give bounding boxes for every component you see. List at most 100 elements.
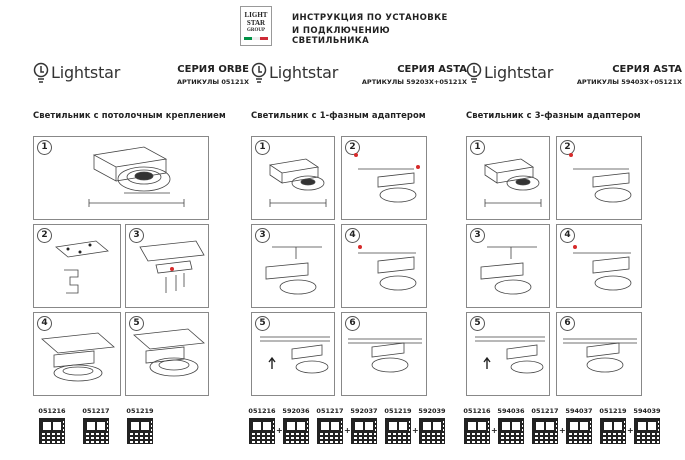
wiring-drawing [480,246,537,295]
step-number: 4 [37,316,52,331]
final-drawing [348,338,422,373]
step-6-panel: 6 [341,312,427,396]
step-number: 2 [560,140,575,155]
ceiling-fixing-drawing [139,240,205,293]
step-number: 3 [470,228,485,243]
qr-code[interactable] [351,418,377,444]
italian-flag-icon [244,37,268,40]
step-3-panel: 3 [251,224,335,308]
plus-icon: + [491,426,498,435]
article-code: 592039 [418,407,446,415]
step-number: 3 [255,228,270,243]
step-number: 1 [255,140,270,155]
step-3-panel: 3 [466,224,550,308]
mounting-plate-drawing [55,240,109,294]
lightstar-bulb-icon [251,62,267,83]
column-orbe: Lightstar СЕРИЯ ORBE АРТИКУЛЫ 05121X Све… [33,60,251,460]
brand-block: Lightstar СЕРИЯ ASTA АРТИКУЛЫ 59203X+051… [251,62,469,88]
article-code: 051217 [316,407,344,415]
article-codes: 051216 051217 051219 [33,407,251,457]
column-asta-3phase: Lightstar СЕРИЯ ASTA АРТИКУЛЫ 59403X+051… [463,60,684,460]
lightstar-bulb-icon [466,62,482,83]
adapter-insert-drawing [354,153,420,203]
step-number: 4 [560,228,575,243]
article-code: 051217 [531,407,559,415]
step-2-panel: 2 [556,136,642,220]
final-drawing [563,338,637,373]
article-code: 592036 [282,407,310,415]
subtitle: Светильник с потолочным креплением [33,110,226,120]
rotate-lock-drawing [573,245,632,291]
qr-code[interactable] [283,418,309,444]
article-code: 051216 [38,407,66,415]
article-code: 594037 [565,407,593,415]
step-1-panel: 1 [33,136,209,220]
article-codes: 051216 592036 051217 592037 051219 59203… [248,407,469,457]
article-code: 051219 [599,407,627,415]
qr-code[interactable] [83,418,109,444]
step-number: 6 [560,316,575,331]
step-6-panel: 6 [556,312,642,396]
qr-code[interactable] [532,418,558,444]
article-code: 051219 [126,407,154,415]
qr-code[interactable] [498,418,524,444]
assembly-drawing [41,332,115,382]
article-code: 051219 [384,407,412,415]
qr-code[interactable] [600,418,626,444]
article-code: 051216 [463,407,491,415]
plus-icon: + [559,426,566,435]
qr-code[interactable] [464,418,490,444]
step-number: 4 [345,228,360,243]
step-4-panel: 4 [341,224,427,308]
column-asta-1phase: Lightstar СЕРИЯ ASTA АРТИКУЛЫ 59203X+051… [248,60,469,460]
final-assembly-drawing [133,328,205,377]
qr-code[interactable] [127,418,153,444]
step-number: 2 [345,140,360,155]
qr-code[interactable] [317,418,343,444]
plus-icon: + [344,426,351,435]
title-line-1: ИНСТРУКЦИЯ ПО УСТАНОВКЕ [292,13,448,23]
step-4-panel: 4 [33,312,121,396]
article-code: 051217 [82,407,110,415]
brand-block: Lightstar СЕРИЯ ORBE АРТИКУЛЫ 05121X [33,62,251,88]
track-mount-drawing [260,336,330,374]
wiring-drawing [265,246,322,295]
title-line-2: И ПОДКЛЮЧЕНИЮ СВЕТИЛЬНИКА [292,26,391,46]
brand-name: Lightstar [484,63,554,82]
brand-name: Lightstar [269,63,339,82]
qr-code[interactable] [566,418,592,444]
plus-icon: + [627,426,634,435]
step-number: 1 [470,140,485,155]
document-header: LIGHT STAR GROUP ИНСТРУКЦИЯ ПО УСТАНОВКЕ… [240,6,460,50]
qr-code[interactable] [385,418,411,444]
lightstar-bulb-icon [33,62,49,83]
series-label: СЕРИЯ ASTA [397,64,467,75]
step-5-panel: 5 [125,312,209,396]
step-number: 5 [129,316,144,331]
step-number: 1 [37,140,52,155]
article-codes: 051216 594036 051217 594037 051219 59403… [463,407,684,457]
qr-code[interactable] [249,418,275,444]
dimension-drawing [88,146,185,207]
article-code: 594039 [633,407,661,415]
plus-icon: + [412,426,419,435]
step-number: 2 [37,228,52,243]
step-number: 3 [129,228,144,243]
step-2-panel: 2 [341,136,427,220]
step-3-panel: 3 [125,224,209,308]
article-code: 594036 [497,407,525,415]
qr-code[interactable] [634,418,660,444]
qr-code[interactable] [39,418,65,444]
subtitle: Светильник с 1-фазным адаптером [251,110,426,120]
dimension-drawing [268,158,327,207]
step-1-panel: 1 [466,136,550,220]
adapter-insert-drawing [569,153,632,203]
qr-code[interactable] [419,418,445,444]
subtitle: Светильник с 3-фазным адаптером [466,110,641,120]
dimension-drawing [483,158,542,207]
step-2-panel: 2 [33,224,121,308]
plus-icon: + [276,426,283,435]
articles-label: АРТИКУЛЫ 59203X+05121X [361,78,467,86]
articles-label: АРТИКУЛЫ 05121X [176,78,249,86]
series-label: СЕРИЯ ORBE [177,64,249,75]
